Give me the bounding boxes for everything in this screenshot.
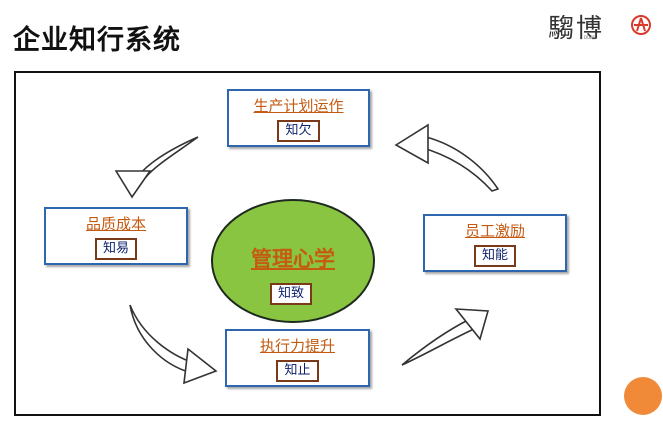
node-label: 执行力提升 (259, 337, 335, 355)
center-label: 管理心学 (251, 247, 335, 271)
curved-arrow-icon (394, 123, 500, 192)
node-tag: 知易 (94, 238, 137, 260)
cycle-arrows (114, 123, 500, 385)
curved-arrow-icon (114, 136, 199, 199)
node-label: 生产计划运作 (253, 97, 344, 115)
center-tag: 知致 (270, 283, 313, 305)
brand-logo: 騶博 DUBO (548, 8, 654, 44)
node-quality-cost: 品质成本 知易 (44, 207, 188, 265)
curved-arrow-icon (129, 304, 218, 385)
corner-decoration (624, 377, 662, 415)
curved-arrow-icon (401, 308, 490, 366)
logo-mark-icon (631, 15, 651, 35)
diagram-frame: 生产计划运作 知欠 品质成本 知易 员工激励 知能 执行力提升 知止 管理心学 … (14, 71, 601, 416)
node-tag: 知能 (473, 245, 516, 267)
logo-subtext: DUBO (584, 35, 596, 40)
node-execution-improvement: 执行力提升 知止 (225, 329, 370, 387)
node-tag: 知止 (276, 360, 319, 382)
node-label: 品质成本 (85, 215, 146, 233)
node-employee-incentive: 员工激励 知能 (423, 214, 567, 272)
page-title: 企业知行系统 (13, 25, 181, 56)
node-tag: 知欠 (277, 120, 320, 142)
node-production-planning: 生产计划运作 知欠 (227, 89, 370, 147)
logo-text: 騶博 (548, 14, 605, 44)
node-label: 员工激励 (464, 222, 525, 240)
center-node-management: 管理心学 知致 (211, 199, 375, 323)
